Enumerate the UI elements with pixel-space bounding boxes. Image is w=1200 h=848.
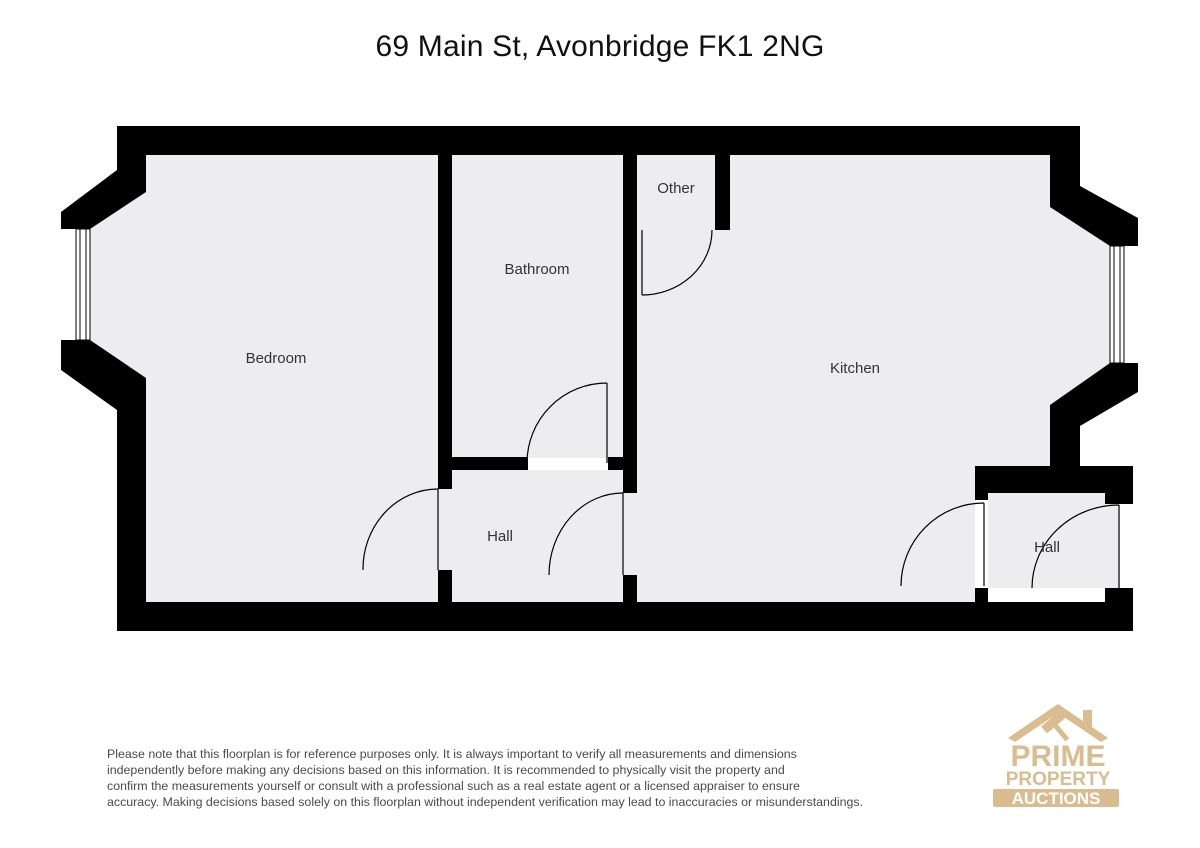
brand-logo: PRIME PROPERTY AUCTIONS [993, 704, 1119, 808]
wall-entrance-right-lower [1105, 588, 1133, 631]
wall-right-upper [1050, 126, 1080, 190]
disclaimer-line: confirm the measurements yourself or con… [107, 779, 800, 793]
doors [362, 229, 1120, 589]
wall-top [117, 126, 1080, 155]
disclaimer: Please note that this floorplan is for r… [107, 746, 947, 810]
logo-line-prime: PRIME [1010, 740, 1105, 773]
wall-entrance-left [975, 480, 988, 500]
logo-banner [993, 789, 1119, 807]
wall-left-bay-upper [61, 170, 146, 229]
window-left [75, 228, 91, 341]
wall-bedroom-divider-lower [438, 570, 452, 602]
wall-other-right [715, 155, 730, 230]
window-right [1109, 245, 1125, 364]
disclaimer-line: accuracy. Making decisions based solely … [107, 795, 864, 809]
logo-line-property: PROPERTY [1006, 769, 1111, 790]
door-entrance-outer [1031, 504, 1120, 589]
wall-left-lower [117, 392, 146, 631]
room-label-bathroom: Bathroom [504, 261, 569, 278]
floor-areas [90, 155, 1120, 602]
door-other [641, 229, 713, 296]
room-label-kitchen: Kitchen [830, 360, 880, 377]
windows [75, 228, 1125, 364]
wall-bathroom-bottom-left [438, 457, 528, 470]
other-floor [637, 155, 715, 230]
wall-entrance-right [1105, 466, 1133, 504]
wall-right-bay-lower [1050, 363, 1138, 480]
wall-bottom [117, 602, 1133, 631]
room-label-hall: Hall [487, 528, 513, 545]
door-kitchen [548, 492, 624, 576]
door-bedroom [362, 488, 439, 571]
wall-bathroom-kitchen [623, 155, 637, 493]
disclaimer-line: independently before making any decision… [107, 763, 785, 777]
room-label-entrance-hall: Hall [1034, 539, 1060, 556]
logo-house-icon [1008, 704, 1108, 742]
door-entrance-inner [900, 502, 985, 587]
wall-right-bay-upper [1050, 186, 1138, 246]
wall-hall-kitchen-lower [623, 575, 637, 602]
room-label-bedroom: Bedroom [246, 350, 307, 367]
logo-line-auctions: AUCTIONS [1012, 789, 1101, 808]
wall-entrance-left-lower [975, 588, 988, 608]
room-label-other: Other [657, 180, 695, 197]
walls [61, 126, 1138, 631]
bedroom-floor [90, 155, 438, 602]
entrance-hall-floor [988, 493, 1120, 588]
door-bathroom [526, 382, 608, 464]
wall-bedroom-divider [438, 155, 452, 489]
bathroom-floor [452, 155, 623, 458]
page-title: 69 Main St, Avonbridge FK1 2NG [375, 30, 825, 63]
kitchen-floor [637, 155, 1110, 602]
disclaimer-line: Please note that this floorplan is for r… [107, 747, 797, 761]
wall-other-left [623, 155, 637, 230]
hall-floor [438, 470, 637, 602]
